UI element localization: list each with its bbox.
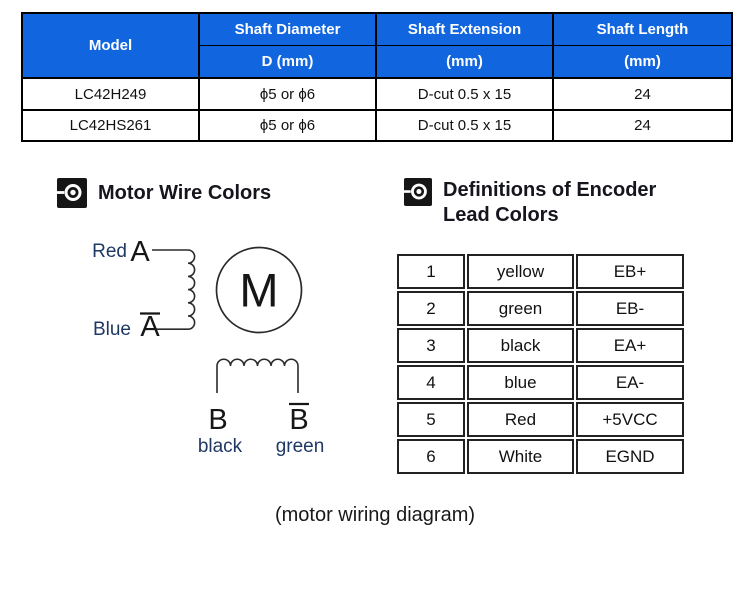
motor-wiring-diagram: M Red A Blue A B B black green <box>92 236 325 457</box>
color-cell: White <box>467 439 574 474</box>
target-bullet-icon <box>404 178 432 213</box>
shaft-extension-cell: D-cut 0.5 x 15 <box>375 109 554 142</box>
phase-b-lead2-terminal: B <box>289 404 308 436</box>
figure-caption: (motor wiring diagram) <box>274 504 476 526</box>
model-cell: LC42HS261 <box>21 109 200 142</box>
shaft-diameter-cell: ϕ5 or ϕ6 <box>198 77 377 111</box>
spec-header-row-titles: Model Shaft Diameter Shaft Extension Sha… <box>21 12 733 79</box>
encoder-row: 1 yellow EB+ <box>397 254 684 289</box>
pin-cell: 3 <box>397 328 465 363</box>
pin-cell: 2 <box>397 291 465 326</box>
phase-b-lead1-terminal: B <box>208 404 227 436</box>
spec-row-lc42h249: LC42H249 ϕ5 or ϕ6 D-cut 0.5 x 15 24 <box>21 77 733 111</box>
color-cell: black <box>467 328 574 363</box>
pin-cell: 6 <box>397 439 465 474</box>
pin-cell: 5 <box>397 402 465 437</box>
motor-wire-colors-heading: Motor Wire Colors <box>57 178 271 215</box>
encoder-row: 5 Red +5VCC <box>397 402 684 437</box>
phase-b-lead1-color-label: black <box>198 436 243 457</box>
shaft-length-cell: 24 <box>552 77 733 111</box>
model-header-cell: Model <box>21 12 200 79</box>
color-cell: yellow <box>467 254 574 289</box>
color-cell: blue <box>467 365 574 400</box>
signal-cell: EB+ <box>576 254 684 289</box>
section-title: Motor Wire Colors <box>98 182 272 204</box>
motor-symbol: M <box>239 264 278 317</box>
shaft-diameter-cell: ϕ5 or ϕ6 <box>198 109 377 142</box>
color-cell: Red <box>467 402 574 437</box>
shaft-diameter-unit-cell: D (mm) <box>198 45 377 79</box>
phase-b-lead2-color-label: green <box>276 436 325 457</box>
signal-cell: EA- <box>576 365 684 400</box>
encoder-row: 2 green EB- <box>397 291 684 326</box>
signal-cell: EA+ <box>576 328 684 363</box>
phase-a-lead2-terminal: A <box>140 311 160 343</box>
color-cell: green <box>467 291 574 326</box>
signal-cell: EB- <box>576 291 684 326</box>
encoder-row: 6 White EGND <box>397 439 684 474</box>
motor-circle <box>215 246 303 334</box>
shaft-diameter-header-cell: Shaft Diameter <box>198 12 377 46</box>
shaft-spec-table: Model Shaft Diameter Shaft Extension Sha… <box>21 12 733 142</box>
shaft-length-header-cell: Shaft Length <box>552 12 733 46</box>
target-bullet-icon <box>57 178 87 215</box>
encoder-row: 4 blue EA- <box>397 365 684 400</box>
section-title: Definitions of Encoder Lead Colors <box>443 179 657 226</box>
phase-a-lead1-terminal: A <box>130 236 150 268</box>
signal-cell: EGND <box>576 439 684 474</box>
shaft-length-unit-cell: (mm) <box>552 45 733 79</box>
shaft-extension-cell: D-cut 0.5 x 15 <box>375 77 554 111</box>
spec-header-row-units: D (mm) (mm) (mm) <box>22 45 733 79</box>
pin-cell: 4 <box>397 365 465 400</box>
phase-a-lead1-color-label: Red <box>92 241 127 262</box>
phase-b-coil <box>216 358 299 393</box>
spec-row-lc42hs261: LC42HS261 ϕ5 or ϕ6 D-cut 0.5 x 15 24 <box>21 109 733 142</box>
shaft-extension-unit-cell: (mm) <box>375 45 554 79</box>
encoder-lead-table: 1 yellow EB+ 2 green EB- 3 black EA+ 4 b… <box>395 252 686 476</box>
pin-cell: 1 <box>397 254 465 289</box>
model-cell: LC42H249 <box>21 77 200 111</box>
phase-a-coil <box>187 249 196 330</box>
encoder-lead-colors-heading: Definitions of Encoder Lead Colors <box>404 178 694 228</box>
shaft-extension-header-cell: Shaft Extension <box>375 12 554 46</box>
phase-a-lead2-color-label: Blue <box>93 319 131 340</box>
signal-cell: +5VCC <box>576 402 684 437</box>
encoder-row: 3 black EA+ <box>397 328 684 363</box>
shaft-length-cell: 24 <box>552 109 733 142</box>
